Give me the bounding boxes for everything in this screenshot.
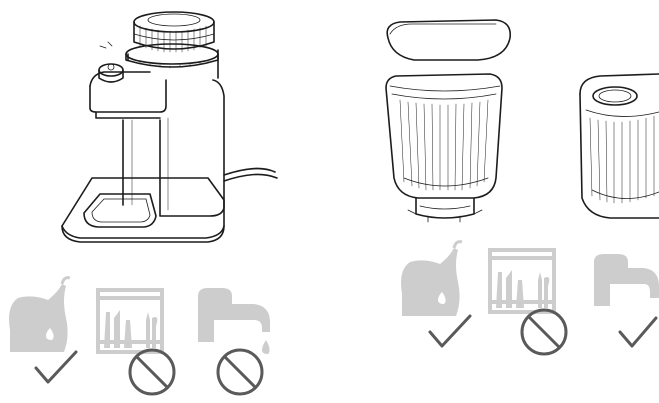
coffee-grinder-illustration [61,11,278,243]
prohibited-icon [128,348,176,396]
dishwasher-icon [96,288,164,354]
faucet-icon [198,288,270,354]
prohibited-icon [216,348,264,396]
checkmark-icon [34,350,78,384]
checkmark-icon [428,314,472,348]
dishwasher-icon [488,248,556,314]
faucet-icon [594,254,659,306]
grounds-cup-illustration [579,73,659,219]
prohibited-icon [520,308,568,356]
bean-hopper-illustration [385,73,503,223]
hopper-lid-illustration [386,19,512,61]
checkmark-icon [618,316,658,348]
damp-cloth-icon [401,240,463,316]
damp-cloth-icon [9,276,71,352]
